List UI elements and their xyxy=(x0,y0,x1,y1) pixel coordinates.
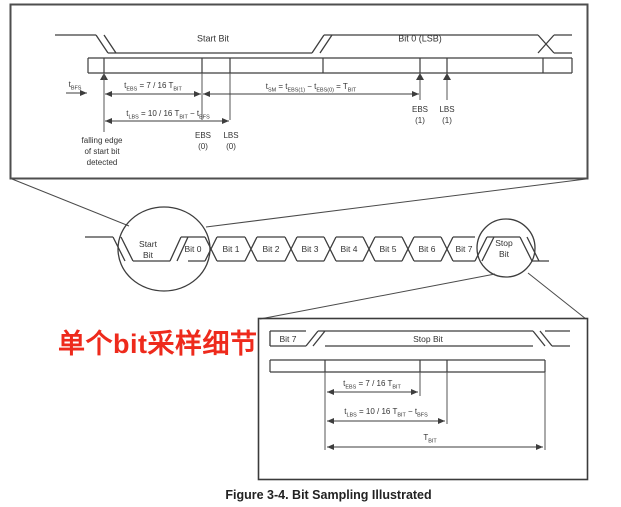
frame-start-label-line1: Start xyxy=(139,238,157,249)
stop-detail-box xyxy=(257,317,589,481)
frame-bit7-label: Bit 7 xyxy=(455,243,473,254)
stop-tlbs-label: tLBS = 10 / 16 TBIT − tBFS xyxy=(344,407,428,419)
frame-stop-label-line1: Stop xyxy=(495,237,513,248)
figure-caption: Figure 3-4. Bit Sampling Illustrated xyxy=(225,488,432,502)
stop-guide-lines xyxy=(324,372,546,450)
bit-frame-waveform xyxy=(85,206,549,292)
lbs1-index: (1) xyxy=(442,116,452,125)
stop-detail-bit7-label: Bit 7 xyxy=(279,333,297,344)
ebs1-pointer xyxy=(416,73,424,80)
ebs0-index: (0) xyxy=(198,142,208,151)
lbs0-index: (0) xyxy=(226,142,236,151)
top-callout-lines xyxy=(11,178,587,228)
tsm-label: tSM = tEBS(1) − tEBS(0) = TBIT xyxy=(265,82,357,94)
top-waveform xyxy=(55,34,572,54)
ebs1-label: EBS xyxy=(411,105,429,114)
ebs0-label: EBS xyxy=(194,131,212,140)
tebs-label: tEBS = 7 / 16 TBIT xyxy=(124,81,182,93)
frame-bit6-label: Bit 6 xyxy=(418,243,436,254)
top-sample-ruler xyxy=(87,57,573,74)
tlbs-label: tLBS = 10 / 16 TBIT − tBFS xyxy=(126,109,210,121)
ebs1-index: (1) xyxy=(415,116,425,125)
stop-waveform xyxy=(269,330,570,347)
start-bit-magnifier-ellipse xyxy=(117,206,211,292)
tbfs-label: tBFS xyxy=(68,80,82,92)
stop-bit-magnifier-circle xyxy=(476,218,536,278)
frame-stop-label-line2: Bit xyxy=(499,248,509,259)
frame-start-label-line2: Bit xyxy=(143,249,153,260)
frame-bit0-label: Bit 0 xyxy=(184,243,202,254)
frame-bit5-label: Bit 5 xyxy=(379,243,397,254)
top-bit0-label: Bit 0 (LSB) xyxy=(398,33,442,44)
falling-edge-note-line1: falling edge xyxy=(81,136,123,145)
frame-bit4-label: Bit 4 xyxy=(340,243,358,254)
red-annotation: 单个bit采样细节 xyxy=(58,329,258,359)
top-start-bit-label: Start Bit xyxy=(196,33,230,44)
frame-bit3-label: Bit 3 xyxy=(301,243,319,254)
frame-bit2-label: Bit 2 xyxy=(262,243,280,254)
bottom-callout-lines xyxy=(259,272,587,320)
falling-edge-note-line2: of start bit xyxy=(84,147,120,156)
frame-bit1-label: Bit 1 xyxy=(222,243,240,254)
top-detail-box xyxy=(9,3,589,180)
lbs1-label: LBS xyxy=(439,105,455,114)
stop-sample-ruler xyxy=(269,359,546,373)
stop-tebs-label: tEBS = 7 / 16 TBIT xyxy=(343,379,401,391)
lbs1-pointer xyxy=(443,73,451,80)
lbs0-label: LBS xyxy=(223,131,239,140)
tbit-label: TBIT xyxy=(423,433,437,445)
stop-detail-stop-bit-label: Stop Bit xyxy=(413,333,443,344)
falling-edge-note-line3: detected xyxy=(86,158,118,167)
